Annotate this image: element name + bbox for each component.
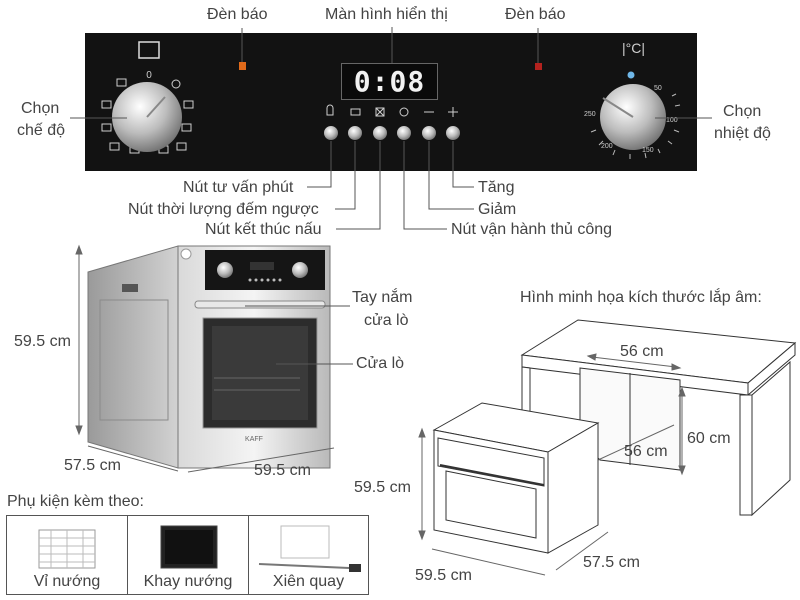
temperature-unit: |°C| <box>622 40 645 56</box>
temp-scale-labels: 50 100 150 200 250 <box>584 85 678 154</box>
temp-indicator-dot <box>627 71 635 79</box>
cabinet-dimension-arrows <box>586 353 686 476</box>
temp-scale-ticks <box>590 93 681 159</box>
label-end-cooking: Nút kết thúc nấu <box>205 221 322 238</box>
cabinet <box>520 319 797 517</box>
end-cooking-button[interactable] <box>373 126 387 140</box>
minute-advice-button[interactable] <box>324 126 338 140</box>
top-heat-icon <box>138 41 160 59</box>
increase-button[interactable] <box>446 126 460 140</box>
svg-text:0: 0 <box>146 70 152 81</box>
grill-rack-icon <box>38 529 96 569</box>
control-panel <box>85 33 697 171</box>
cabinet-height-dim: 60 cm <box>687 430 731 447</box>
label-manual: Nút vận hành thủ công <box>451 221 613 238</box>
indicator-light-left <box>239 62 246 70</box>
install-oven-depth-dim: 57.5 cm <box>583 554 640 571</box>
install-oven-dimension-arrows <box>418 427 609 576</box>
panel-buttons <box>324 126 460 140</box>
label-increase: Tăng <box>478 179 515 196</box>
cabinet-width-inner-dim: 56 cm <box>624 443 668 460</box>
accessory-label-tray: Khay nướng <box>143 573 233 590</box>
baking-tray-icon <box>160 525 218 569</box>
cabinet-width-top-dim: 56 cm <box>620 343 664 360</box>
svg-text:250: 250 <box>584 111 596 118</box>
label-handle-1: Tay nắm <box>352 289 413 306</box>
indicator-light-right <box>535 63 542 70</box>
accessory-baking-tray: Khay nướng <box>127 515 249 595</box>
install-oven-height-dim: 59.5 cm <box>354 479 411 496</box>
label-mode-select-2: chế độ <box>17 122 66 139</box>
label-indicator-right: Đèn báo <box>505 6 566 23</box>
oven-depth-dim: 57.5 cm <box>64 457 121 474</box>
accessory-rotisserie: Xiên quay <box>248 515 369 595</box>
oven-height-dim: 59.5 cm <box>14 333 71 350</box>
decrease-button[interactable] <box>422 126 436 140</box>
digital-display: 0:08 <box>341 63 438 100</box>
oven-width-dim: 59.5 cm <box>254 462 311 479</box>
manual-operation-button[interactable] <box>397 126 411 140</box>
label-temp-select-2: nhiệt độ <box>714 125 771 142</box>
accessories-title: Phụ kiện kèm theo: <box>7 493 144 510</box>
button-icons <box>326 104 458 117</box>
oven-brand: KAFF <box>245 436 263 443</box>
label-handle-2: cửa lò <box>364 312 409 329</box>
svg-text:50: 50 <box>654 85 662 92</box>
install-oven-outline <box>432 402 600 554</box>
label-decrease: Giảm <box>478 201 517 218</box>
oven-dimension-arrows <box>75 244 335 473</box>
label-countdown: Nút thời lượng đếm ngược <box>128 201 319 218</box>
svg-text:100: 100 <box>666 117 678 124</box>
svg-text:200: 200 <box>601 143 613 150</box>
accessory-label-rotisserie: Xiên quay <box>272 573 345 590</box>
install-title: Hình minh họa kích thước lắp âm: <box>520 289 762 306</box>
label-door: Cửa lò <box>356 355 405 372</box>
oven-callout-lines <box>245 305 353 365</box>
install-oven-width-dim: 59.5 cm <box>415 567 472 584</box>
display-time: 0:08 <box>353 65 426 98</box>
label-minute-advice: Nút tư vấn phút <box>183 179 294 196</box>
accessory-grill-rack: Vỉ nướng <box>6 515 128 595</box>
label-temp-select-1: Chọn <box>723 103 762 120</box>
mode-icons <box>101 78 194 154</box>
accessory-label-rack: Vỉ nướng <box>33 573 101 590</box>
svg-text:150: 150 <box>642 147 654 154</box>
label-display: Màn hình hiển thị <box>325 6 448 23</box>
label-indicator-left: Đèn báo <box>207 6 268 23</box>
label-mode-select-1: Chọn <box>21 100 60 117</box>
rotisserie-icon <box>258 525 361 572</box>
countdown-button[interactable] <box>348 126 362 140</box>
callout-lines <box>70 27 712 230</box>
